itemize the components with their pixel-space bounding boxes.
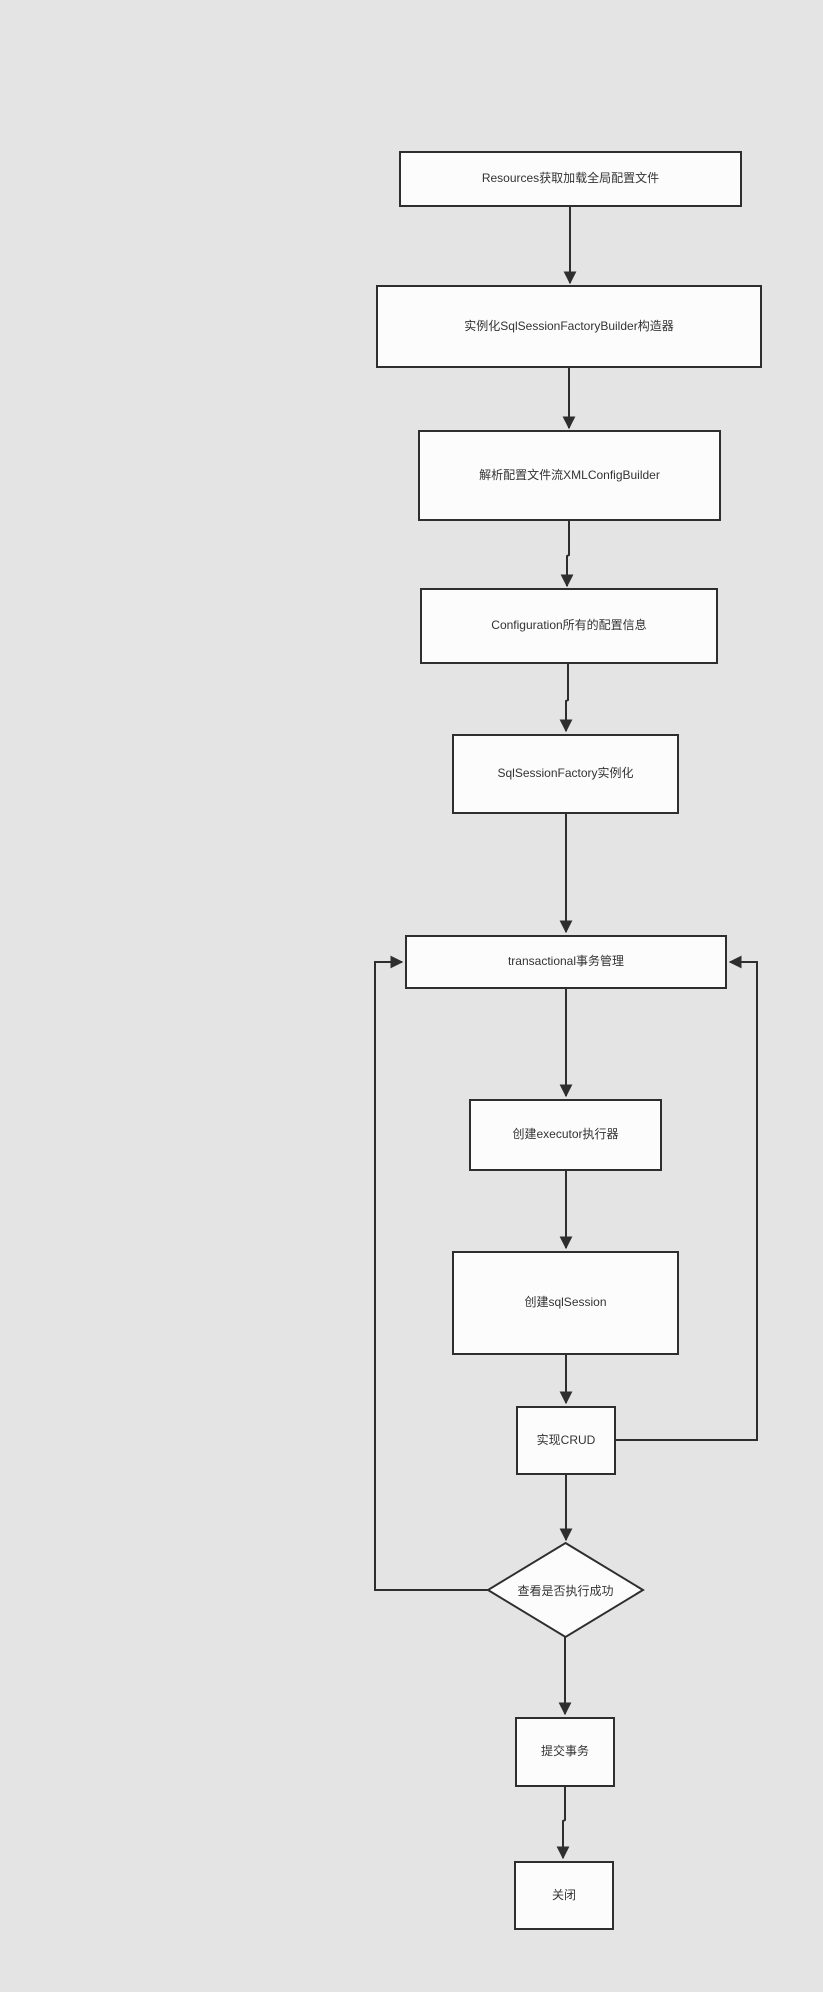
- edge-xmlconfig-configuration: [560, 521, 574, 588]
- node-executor: 创建executor执行器: [469, 1099, 662, 1171]
- node-factory: SqlSessionFactory实例化: [452, 734, 679, 814]
- edge-commit-close: [556, 1787, 570, 1860]
- node-configuration: Configuration所有的配置信息: [420, 588, 718, 664]
- node-transactional: transactional事务管理: [405, 935, 727, 989]
- node-close: 关闭: [514, 1861, 614, 1930]
- node-builder: 实例化SqlSessionFactoryBuilder构造器: [376, 285, 762, 368]
- node-commit: 提交事务: [515, 1717, 615, 1787]
- node-xmlconfig: 解析配置文件流XMLConfigBuilder: [418, 430, 721, 521]
- node-resources: Resources获取加载全局配置文件: [399, 151, 742, 207]
- node-crud: 实现CRUD: [516, 1406, 616, 1475]
- node-check-label: 查看是否执行成功: [517, 1583, 614, 1598]
- node-sqlsession: 创建sqlSession: [452, 1251, 679, 1355]
- edge-configuration-factory: [559, 664, 573, 733]
- edge-check-transactional-left-loop: [374, 955, 488, 1591]
- node-check-diamond-shape: [486, 1541, 645, 1639]
- edge-crud-transactional-right-loop: [616, 955, 758, 1441]
